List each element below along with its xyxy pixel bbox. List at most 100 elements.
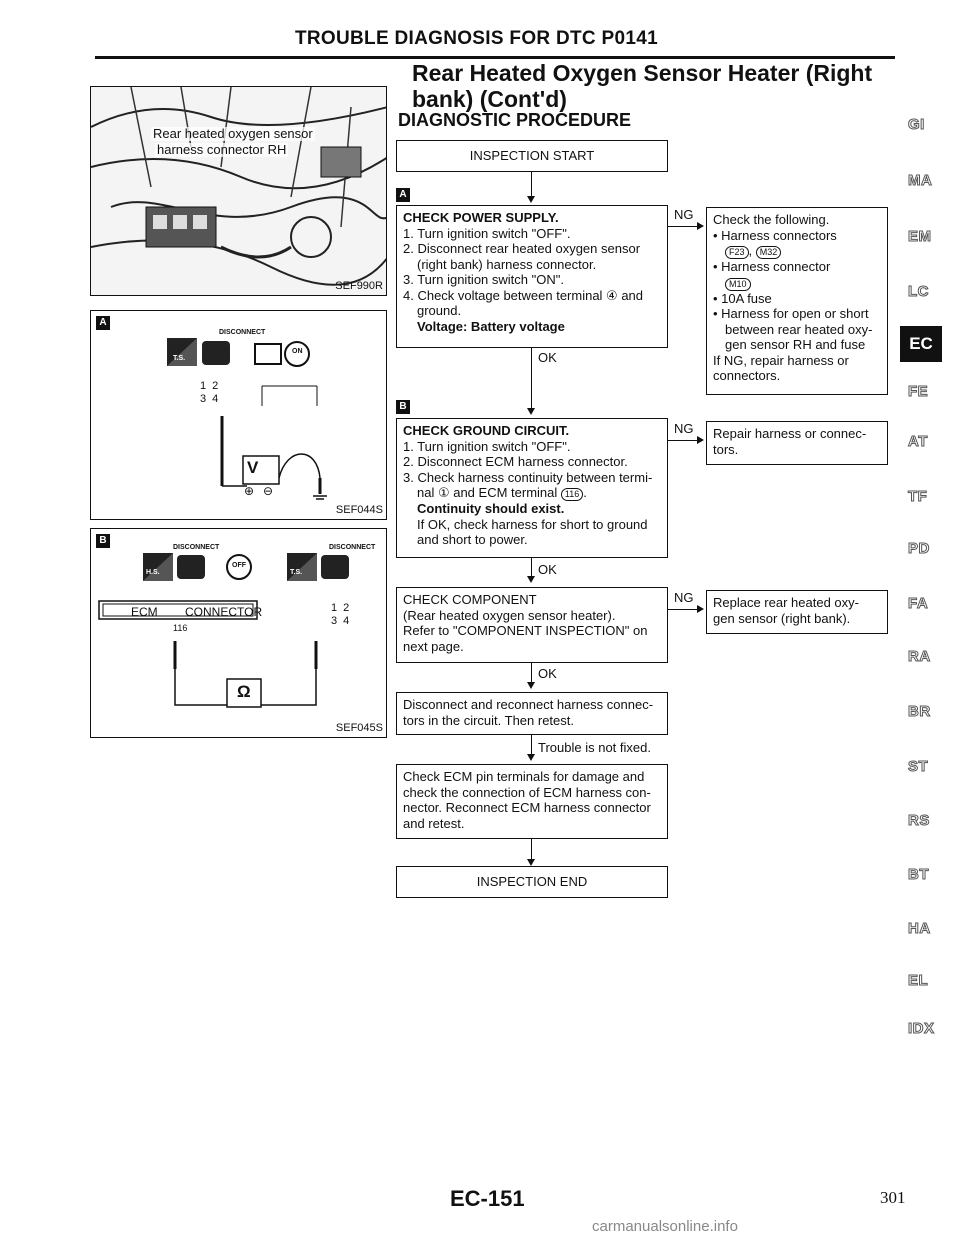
connector-line — [531, 663, 532, 683]
connector-pins-bottom: 34 — [200, 393, 224, 405]
arrow-down-icon — [527, 576, 535, 583]
step-c-ng-box: Replace rear heated oxy- gen sensor (rig… — [706, 590, 888, 634]
ng-text: connectors. — [713, 368, 781, 383]
panel-b-tag: B — [96, 534, 110, 548]
step-e-line: check the connection of ECM harness con- — [403, 784, 651, 800]
ng-text: Repair harness or connec- — [713, 426, 867, 441]
side-tab-ha[interactable]: HA — [908, 920, 931, 938]
side-tab-pd[interactable]: PD — [908, 540, 930, 558]
ng-text: • Harness connector — [713, 259, 831, 274]
arrow-down-icon — [527, 859, 535, 866]
pin-1: 1 — [200, 380, 213, 392]
arrow-right-icon — [697, 436, 704, 444]
step-b-box: CHECK GROUND CIRCUIT. 1. Turn ignition s… — [396, 418, 668, 558]
side-tab-ra[interactable]: RA — [908, 648, 931, 666]
ng-line — [668, 440, 698, 441]
step-b-text: . — [583, 485, 587, 500]
step-b-ng-box: Repair harness or connec- tors. — [706, 421, 888, 465]
procedure-heading: DIAGNOSTIC PROCEDURE — [398, 110, 632, 130]
step-c-line: (Rear heated oxygen sensor heater). — [403, 607, 616, 623]
step-b-line: nal ① and ECM terminal 116. — [403, 485, 661, 501]
step-a-line: 4. Check voltage between terminal ④ and — [403, 287, 644, 303]
step-a-heading: CHECK POWER SUPPLY. — [403, 210, 559, 225]
ng-text: Check the following. — [713, 212, 830, 227]
inspection-end-box: INSPECTION END — [396, 866, 668, 898]
step-e-box: Check ECM pin terminals for damage and c… — [396, 764, 668, 839]
header-rule — [95, 56, 895, 59]
step-a-box: CHECK POWER SUPPLY. 1. Turn ignition swi… — [396, 205, 668, 348]
step-d-line: tors in the circuit. Then retest. — [403, 712, 574, 728]
title-line-1: Rear Heated Oxygen Sensor Heater (Right — [412, 60, 873, 86]
ts-label: T.S. — [173, 355, 186, 362]
panel-a: A DISCONNECT T.S. ON 12 34 V ⊕ ⊖ SEF044S — [90, 310, 387, 520]
pin-2: 2 — [343, 602, 356, 614]
watermark: carmanualsonline.info — [592, 1218, 738, 1235]
side-tab-el[interactable]: EL — [907, 972, 929, 990]
side-tab-tf[interactable]: TF — [907, 488, 928, 506]
step-a-tag: A — [396, 188, 410, 202]
ng-text: If NG, repair harness or — [713, 352, 849, 368]
side-tab-gi[interactable]: GI — [908, 116, 925, 134]
ts-label-b: T.S. — [290, 569, 303, 576]
panel-b-figure-code: SEF045S — [335, 722, 383, 734]
panel-a-figure-code: SEF044S — [335, 504, 383, 516]
arrow-down-icon — [527, 682, 535, 689]
step-e-line: and retest. — [403, 815, 465, 831]
disconnect-label-2: DISCONNECT — [329, 544, 376, 551]
ok-label: OK — [538, 350, 557, 365]
off-label: OFF — [232, 562, 246, 569]
sensor-pins-top: 12 — [331, 602, 355, 614]
meter-minus-terminal: ⊖ — [263, 484, 274, 498]
connector-line — [531, 172, 532, 198]
step-b-line: 1. Turn ignition switch "OFF". — [403, 438, 571, 454]
side-tab-br[interactable]: BR — [908, 703, 931, 721]
side-tab-ec-active[interactable]: EC — [900, 326, 942, 362]
pin-3: 3 — [200, 393, 213, 405]
sensor-pins-bottom: 34 — [331, 615, 355, 627]
step-d-line: Disconnect and reconnect harness connec- — [403, 697, 654, 712]
ng-text: • Harness for open or short — [713, 306, 869, 321]
side-tab-st[interactable]: ST — [907, 758, 929, 776]
connector-badge: F23 — [725, 246, 749, 259]
side-tab-at[interactable]: AT — [908, 433, 928, 451]
ecm-label: ECM — [131, 605, 158, 619]
trouble-label: Trouble is not fixed. — [538, 740, 651, 755]
ng-text: • Harness connectors — [713, 227, 837, 243]
disconnect-label-1: DISCONNECT — [173, 544, 220, 551]
ng-connectors: F23, M32 — [713, 243, 881, 259]
disconnect-label: DISCONNECT — [219, 329, 266, 336]
connector-line — [531, 735, 532, 755]
connector-label: CONNECTOR — [185, 605, 263, 619]
inspection-start-box: INSPECTION START — [396, 140, 668, 172]
connector-badge: M32 — [755, 246, 782, 259]
engine-photo — [91, 87, 386, 295]
ok-label: OK — [538, 666, 557, 681]
arrow-right-icon — [697, 222, 704, 230]
panel-b: B DISCONNECT DISCONNECT H.S. T.S. OFF EC… — [90, 528, 387, 738]
voltmeter-symbol: V — [247, 458, 259, 477]
side-tab-idx[interactable]: IDX — [908, 1020, 935, 1038]
section-title: Rear Heated Oxygen Sensor Heater (Right … — [412, 60, 882, 112]
ng-text: between rear heated oxy- — [725, 321, 873, 337]
step-b-line: If OK, check harness for short to ground — [417, 516, 648, 532]
side-tab-rs[interactable]: RS — [908, 812, 930, 830]
side-tab-ma[interactable]: MA — [907, 172, 933, 190]
step-b-line: 2. Disconnect ECM harness connector. — [403, 454, 628, 469]
arrow-down-icon — [527, 196, 535, 203]
ng-line — [668, 226, 698, 227]
ng-label: NG — [674, 590, 694, 605]
step-a-ng-box: Check the following. • Harness connector… — [706, 207, 888, 395]
photo-label-line1: Rear heated oxygen sensor — [151, 126, 315, 141]
step-a-line: (right bank) harness connector. — [417, 256, 597, 272]
step-e-line: Check ECM pin terminals for damage and — [403, 769, 645, 784]
panel-a-diagram — [167, 338, 327, 500]
connector-line — [531, 839, 532, 861]
side-tab-lc[interactable]: LC — [908, 283, 930, 301]
side-tab-fe[interactable]: FE — [907, 383, 929, 401]
side-tab-fa[interactable]: FA — [907, 595, 929, 613]
side-tab-bt[interactable]: BT — [908, 866, 930, 884]
pin-3: 3 — [331, 615, 344, 627]
photo-figure-code: SEF990R — [335, 280, 383, 292]
side-tab-em[interactable]: EM — [908, 228, 932, 246]
connector-pins-top: 12 — [200, 380, 224, 392]
